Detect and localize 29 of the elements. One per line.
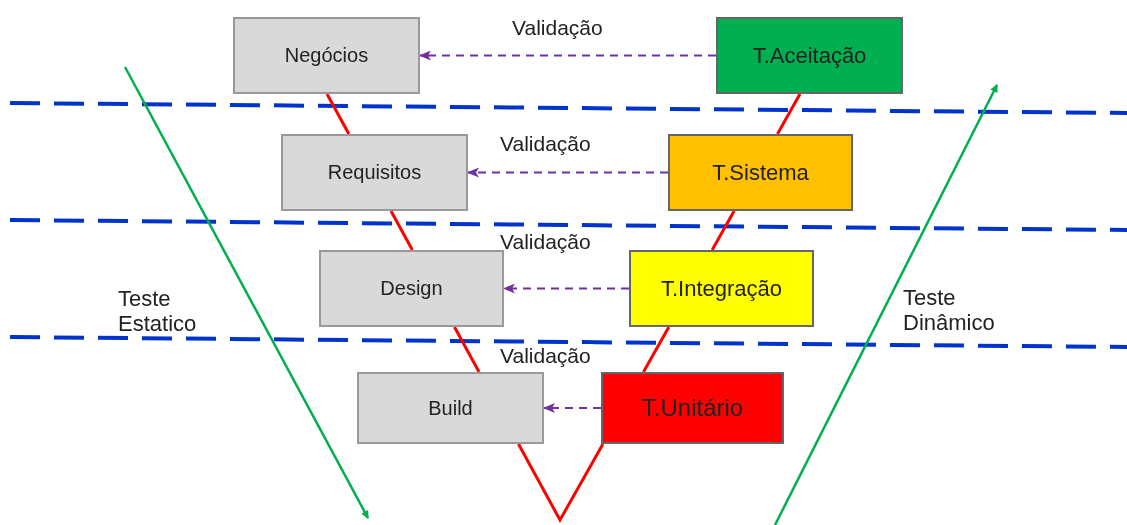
arrow [543,403,602,413]
test-box [668,134,853,211]
edge-label: Validação [498,344,593,368]
box-label: T.Unitário [641,394,744,422]
phase-box [233,17,420,94]
connector-line [710,210,736,251]
phase-box [357,372,544,444]
test-box [629,250,814,327]
box-label: Build [428,396,473,420]
arrow [503,283,630,294]
test-box [601,372,784,444]
annotation-text: Teste Dinâmico [903,285,996,335]
box-label: T.Integração [660,275,783,302]
connector-line [325,93,351,135]
box-label: Design [380,277,443,300]
connector-line [453,326,481,373]
annotation-text: Teste Estatico [118,286,198,336]
box-label: Requisitos [327,161,422,184]
arrow [419,50,717,61]
phase-box [281,134,468,211]
arrow [467,167,669,178]
connector-line [642,326,671,373]
test-box [716,17,903,94]
connector-line [517,443,605,524]
box-label: T.Sistema [712,159,809,186]
connector-line [389,210,414,251]
box-label: T.Aceitação [752,42,867,69]
box-label: Negócios [284,44,369,67]
connector-line [776,93,802,135]
